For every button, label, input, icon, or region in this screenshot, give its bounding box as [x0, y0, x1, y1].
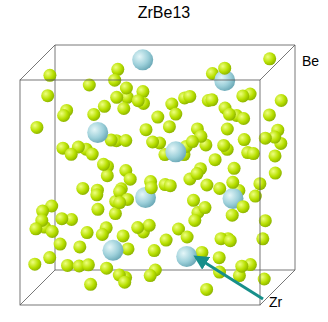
be-atom: [237, 112, 250, 125]
be-atom: [110, 91, 123, 104]
be-atom: [57, 109, 70, 122]
be-atom: [87, 108, 100, 121]
be-atom: [118, 276, 131, 289]
atom-label: Zr: [269, 294, 282, 310]
be-atom: [269, 149, 282, 162]
be-atom: [30, 121, 43, 134]
be-atom: [200, 283, 213, 296]
be-atom: [226, 209, 239, 222]
be-atom: [263, 52, 276, 65]
be-atom: [164, 179, 177, 192]
be-atom: [187, 194, 200, 207]
zr-atom: [132, 49, 153, 70]
be-atom: [223, 108, 236, 121]
be-atom: [113, 196, 126, 209]
atom-label: Be: [302, 53, 319, 69]
atoms: [28, 49, 287, 296]
be-atom: [213, 182, 226, 195]
be-atom: [236, 89, 249, 102]
be-atom: [160, 234, 173, 247]
be-atom: [218, 62, 231, 75]
be-atom: [224, 234, 237, 247]
zr-atom: [87, 122, 108, 143]
be-atom: [143, 219, 156, 232]
be-atom: [200, 179, 213, 192]
be-atom: [46, 225, 59, 238]
be-atom: [119, 134, 132, 147]
be-atom: [43, 251, 56, 264]
be-atom: [96, 228, 109, 241]
be-atom: [183, 90, 196, 103]
be-atom: [117, 229, 130, 242]
cell-back-edges: [20, 45, 295, 305]
zr-atom: [103, 240, 124, 261]
be-atom: [144, 269, 157, 282]
be-atom: [205, 93, 218, 106]
be-atom: [73, 240, 86, 253]
be-atom: [140, 123, 153, 136]
be-atom: [122, 242, 135, 255]
be-atom: [120, 82, 133, 95]
be-atom: [209, 153, 222, 166]
be-atom: [269, 167, 282, 180]
be-atom: [151, 111, 164, 124]
be-atom: [226, 176, 239, 189]
be-atom: [84, 278, 97, 291]
be-atom: [213, 251, 226, 264]
be-atom: [90, 188, 103, 201]
be-atom: [101, 169, 114, 182]
be-atom: [237, 200, 250, 213]
be-atom: [238, 133, 251, 146]
be-atom: [259, 132, 272, 145]
be-atom: [275, 94, 288, 107]
be-atom: [41, 89, 54, 102]
be-atom: [146, 136, 159, 149]
be-atom: [29, 222, 42, 235]
be-atom: [235, 260, 248, 273]
cell-front-edges: [20, 45, 295, 305]
be-atom: [263, 108, 276, 121]
be-atom: [221, 123, 234, 136]
be-atom: [181, 231, 194, 244]
be-atom: [81, 226, 94, 239]
be-atom: [188, 214, 201, 227]
be-atom: [97, 158, 110, 171]
be-atom: [100, 262, 113, 275]
be-atom: [86, 148, 99, 161]
be-atom: [61, 259, 74, 272]
be-atom: [217, 139, 230, 152]
title: ZrBe13: [0, 4, 328, 22]
be-atom: [83, 79, 96, 92]
be-atom: [82, 258, 95, 271]
be-atom: [131, 221, 144, 234]
zr-atom: [165, 141, 186, 162]
be-atom: [91, 203, 104, 216]
be-atom: [28, 258, 41, 271]
be-atom: [228, 162, 241, 175]
be-atom: [145, 181, 158, 194]
be-atom: [98, 100, 111, 113]
be-atom: [186, 135, 199, 148]
be-atom: [259, 214, 272, 227]
be-atom: [54, 238, 67, 251]
pointer-arrow: [196, 257, 263, 299]
be-atom: [55, 212, 68, 225]
be-atom: [169, 108, 182, 121]
zr-atom: [176, 246, 197, 267]
be-atom: [199, 201, 212, 214]
be-atom: [191, 167, 204, 180]
be-atom: [124, 173, 137, 186]
be-atom: [117, 102, 130, 115]
be-atom: [163, 120, 176, 133]
be-atom: [256, 232, 269, 245]
be-atom: [76, 182, 89, 195]
be-atom: [132, 94, 145, 107]
be-atom: [247, 147, 260, 160]
be-atom: [111, 63, 124, 76]
be-atom: [148, 244, 161, 257]
be-atom: [65, 148, 78, 161]
